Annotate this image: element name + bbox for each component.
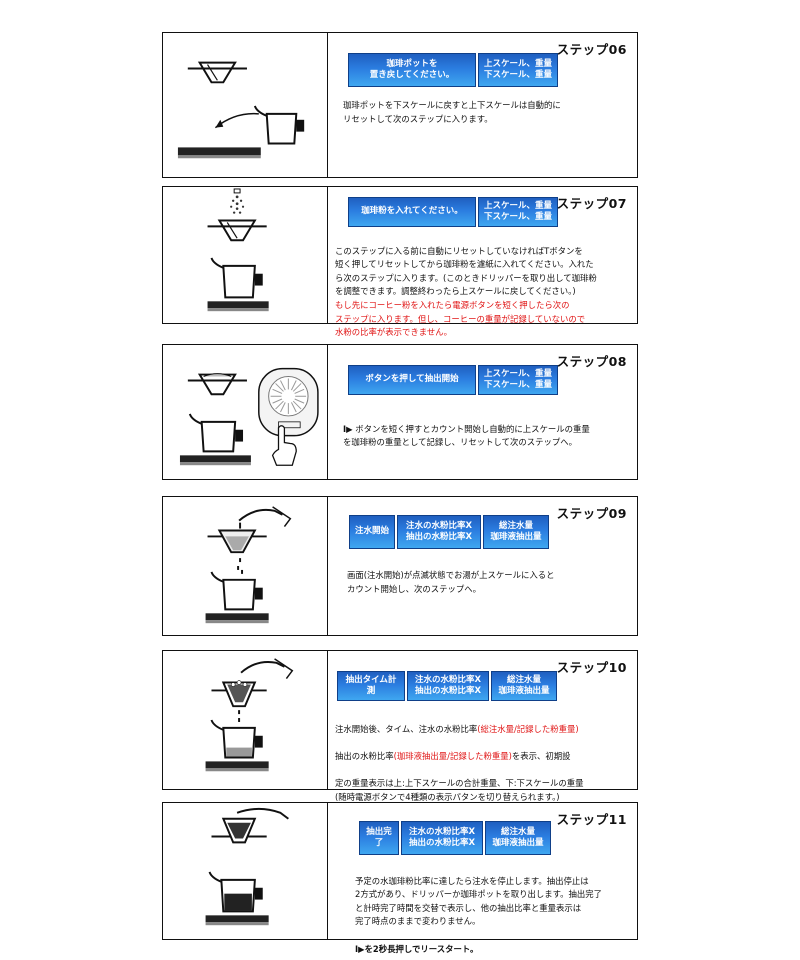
step-description: I▶ ボタンを短く押すとカウント開始し自動的に上スケールの重量 を珈琲粉の重量と…: [343, 423, 590, 448]
step-08-illustration: [163, 345, 327, 479]
display-cell: 総注水量 珈琲液抽出量: [483, 515, 549, 549]
step-10-illustration: [163, 651, 327, 789]
coffee-pot-icon: [210, 257, 263, 299]
water-drops-icon: [238, 710, 241, 722]
dripper-icon: [187, 61, 247, 84]
dripper-icon: [187, 373, 247, 396]
step-08-card: ステップ08 ボタンを押して抽出開始 上スケール、重量 下スケール、重量 I▶ …: [162, 344, 638, 480]
scale-display-icon: [258, 367, 319, 437]
display-cell: 抽出タイム計測: [337, 671, 405, 701]
scale-icon: [205, 613, 269, 621]
coffee-pot-icon: [188, 413, 244, 453]
step-description: 注水開始後、タイム、注水の水粉比率(総注水量/記録した粉重量) 抽出の水粉比率(…: [335, 723, 584, 802]
display-panel: 珈琲粉を入れてください。 上スケール、重量 下スケール、重量: [348, 197, 558, 227]
display-cell: 珈琲ポットを 置き戻してください。: [348, 53, 476, 87]
display-cell: 上スケール、重量 下スケール、重量: [478, 53, 558, 87]
start-pouring-illustration: [205, 506, 292, 624]
display-cell: 総注水量 珈琲液抽出量: [485, 821, 551, 855]
display-cell: 上スケール、重量 下スケール、重量: [478, 365, 558, 395]
display-cell: 上スケール、重量 下スケール、重量: [478, 197, 558, 227]
step-title: ステップ06: [556, 42, 627, 57]
step-title: ステップ07: [556, 196, 627, 211]
coffee-pot-icon: [208, 871, 263, 913]
scale-icon: [207, 301, 269, 309]
play-pause-icon: I▶: [355, 943, 365, 954]
kettle-icon: [236, 807, 289, 820]
step-description: 珈琲ポットを下スケールに戻すと上下スケールは自動的に リセットして次のステップに…: [343, 100, 561, 124]
step-06-card: ステップ06 珈琲ポットを 置き戻してください。 上スケール、重量 下スケール、…: [162, 32, 638, 178]
add-coffee-grounds-illustration: [207, 188, 269, 312]
step-09-illustration: [163, 497, 327, 635]
step-title: ステップ08: [556, 354, 627, 369]
play-pause-icon: I▶: [343, 423, 353, 434]
pointing-hand-icon: [271, 425, 297, 466]
dripper-icon: [211, 817, 267, 844]
display-panel: 抽出完了 注水の水粉比率X 抽出の水粉比率X 総注水量 珈琲液抽出量: [359, 821, 551, 855]
display-cell: 注水の水粉比率X 抽出の水粉比率X: [397, 515, 481, 549]
step-description: 予定の水珈琲粉比率に達したら注水を停止します。抽出停止は 2方式があり、ドリッパ…: [355, 861, 602, 956]
step-description: 画面(注水開始)が点滅状態でお湯が上スケールに入ると カウント開始し、次のステッ…: [347, 570, 555, 594]
step-06-illustration: [163, 33, 327, 177]
dripper-icon: [211, 680, 267, 708]
display-cell: 注水開始: [349, 515, 395, 549]
extraction-timing-illustration: [205, 658, 294, 772]
display-cell: 珈琲粉を入れてください。: [348, 197, 476, 227]
kettle-icon: [238, 506, 292, 528]
display-cell: 総注水量 珈琲液抽出量: [491, 671, 557, 701]
coffee-pot-icon: [253, 105, 305, 145]
step-10-card: ステップ10 抽出タイム計測 注水の水粉比率X 抽出の水粉比率X 総注水量 珈琲…: [162, 650, 638, 802]
display-panel: 注水開始 注水の水粉比率X 抽出の水粉比率X 総注水量 珈琲液抽出量: [349, 515, 549, 549]
step-11-illustration: [163, 803, 327, 939]
display-panel: 珈琲ポットを 置き戻してください。 上スケール、重量 下スケール、重量: [348, 53, 558, 87]
formula-text: (珈琲液抽出量/記録した粉重量): [393, 750, 512, 761]
display-panel: ボタンを押して抽出開始 上スケール、重量 下スケール、重量: [348, 365, 558, 395]
kettle-icon: [240, 658, 294, 680]
step-title: ステップ11: [556, 812, 627, 827]
scale-icon: [179, 455, 251, 463]
dripper-return-illustration: [177, 61, 305, 159]
coffee-pot-icon: [210, 719, 263, 759]
step-title: ステップ10: [556, 660, 627, 675]
step-description: このステップに入る前に自動にリセットしていなければTボタンを 短く押してリセット…: [335, 231, 597, 353]
dripper-icon: [207, 529, 267, 554]
step-07-card: ステップ07 珈琲粉を入れてください。 上スケール、重量 下スケール、重量 この…: [162, 186, 638, 337]
display-cell: 注水の水粉比率X 抽出の水粉比率X: [407, 671, 489, 701]
scale-icon: [177, 147, 261, 156]
water-drops-icon: [237, 522, 244, 574]
display-panel: 抽出タイム計測 注水の水粉比率X 抽出の水粉比率X 総注水量 珈琲液抽出量: [337, 671, 557, 701]
scale-icon: [205, 915, 269, 923]
warning-text: もし先にコーヒー粉を入れたら電源ボタンを短く押したら次の ステップに入ります。但…: [335, 300, 586, 338]
extraction-complete-illustration: [205, 807, 289, 926]
step-07-illustration: [163, 187, 327, 323]
display-cell: 抽出完了: [359, 821, 399, 855]
step-11-card: ステップ11 抽出完了 注水の水粉比率X 抽出の水粉比率X 総注水量 珈琲液抽出…: [162, 802, 638, 954]
step-title: ステップ09: [556, 506, 627, 521]
coffee-grounds-icon: [230, 188, 245, 214]
step-09-card: ステップ09 注水開始 注水の水粉比率X 抽出の水粉比率X 総注水量 珈琲液抽出…: [162, 496, 638, 636]
press-button-illustration: [179, 367, 319, 466]
display-cell: ボタンを押して抽出開始: [348, 365, 476, 395]
scale-icon: [205, 761, 269, 769]
formula-text: (総注水量/記録した粉重量): [477, 723, 579, 734]
coffee-pot-icon: [210, 571, 263, 611]
display-cell: 注水の水粉比率X 抽出の水粉比率X: [401, 821, 483, 855]
dripper-icon: [207, 219, 267, 242]
